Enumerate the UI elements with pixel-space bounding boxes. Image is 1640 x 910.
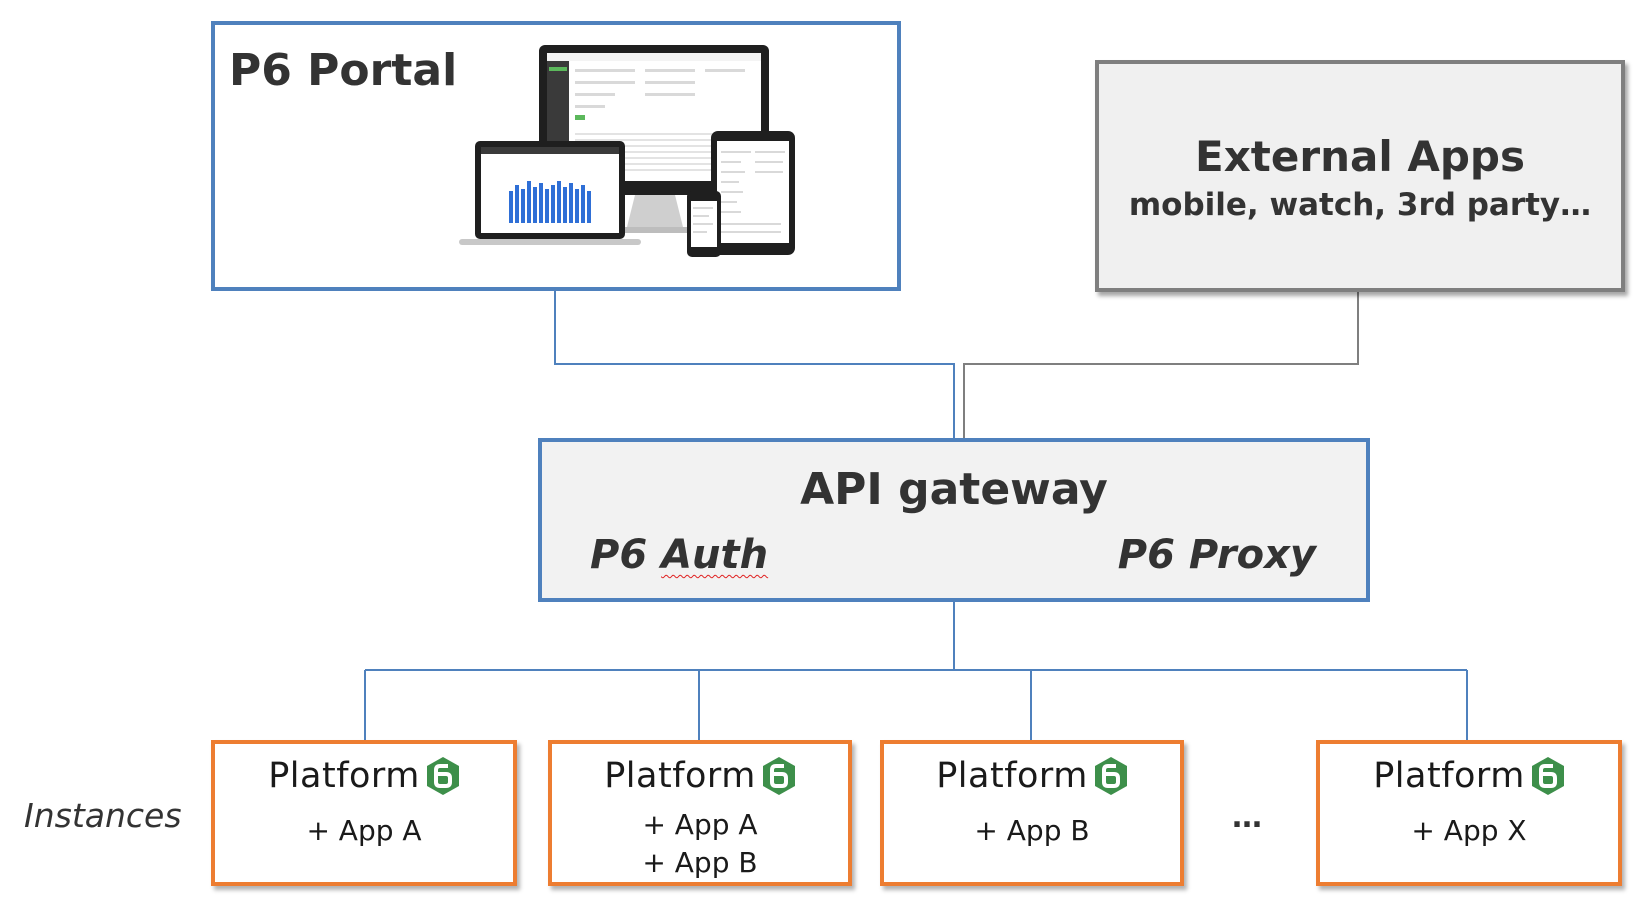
- p6-auth-prefix: P6: [590, 532, 648, 578]
- platform-6-logo-icon: [426, 757, 459, 795]
- app-label: + App A: [306, 814, 422, 847]
- platform-6-logo-icon: [762, 757, 795, 795]
- external-apps-box: External Apps mobile, watch, 3rd party…: [1095, 60, 1625, 292]
- p6-auth-word: Auth: [661, 532, 769, 578]
- platform-instance-x: Platform + App X: [1316, 740, 1622, 886]
- more-instances-ellipsis: …: [1232, 800, 1262, 835]
- p6-portal-title: P6 Portal: [229, 45, 458, 96]
- app-label: + App X: [1411, 814, 1527, 847]
- devices-illustration: [459, 45, 795, 257]
- p6-auth-label: P6 Auth: [590, 532, 768, 578]
- external-apps-title: External Apps: [1195, 132, 1525, 181]
- api-gateway-title: API gateway: [800, 464, 1108, 515]
- app-label: + App B: [642, 846, 758, 879]
- platform-name: Platform: [936, 756, 1088, 796]
- api-gateway-box: API gateway P6 Auth P6 Proxy: [538, 438, 1370, 602]
- platform-instance-a: Platform + App A: [211, 740, 517, 886]
- platform-instance-b: Platform + App B: [880, 740, 1184, 886]
- app-label: + App B: [974, 814, 1090, 847]
- platform-6-logo-icon: [1094, 757, 1127, 795]
- p6-proxy-label: P6 Proxy: [1117, 532, 1316, 578]
- platform-instance-ab: Platform + App A + App B: [548, 740, 852, 886]
- platform-name: Platform: [1373, 756, 1525, 796]
- external-apps-subtitle: mobile, watch, 3rd party…: [1128, 187, 1592, 223]
- platform-name: Platform: [268, 756, 420, 796]
- app-label: + App A: [642, 808, 758, 841]
- platform-name: Platform: [604, 756, 756, 796]
- p6-portal-box: P6 Portal: [211, 21, 901, 291]
- instances-label: Instances: [24, 796, 182, 835]
- platform-6-logo-icon: [1531, 757, 1564, 795]
